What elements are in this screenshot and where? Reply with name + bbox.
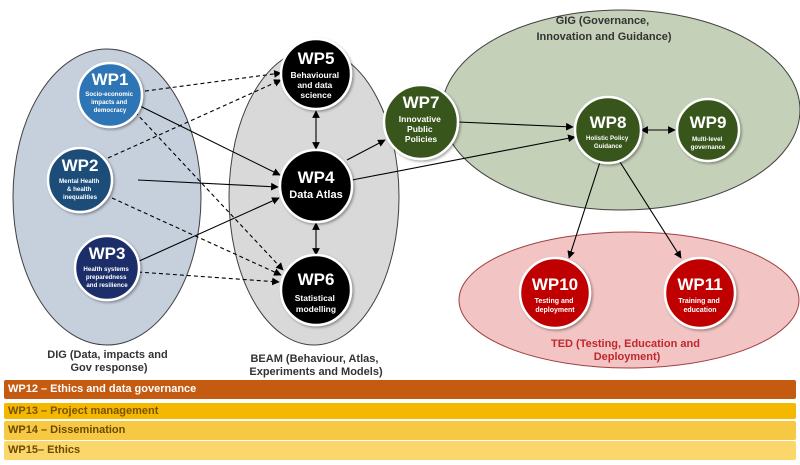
wp8-subtitle: Holistic Policy Guidance (586, 135, 630, 150)
node-wp2 (46, 146, 114, 214)
node-wp4 (278, 148, 354, 224)
wp1-title: WP1 (92, 70, 129, 89)
edge-wp4-wp7 (346, 139, 386, 161)
edge-wp7-wp8 (457, 121, 574, 131)
edge-wp4-wp8 (351, 134, 576, 181)
wp4-title: WP4 (298, 168, 335, 187)
wp10-title: WP10 (532, 275, 578, 294)
node-wp3 (73, 234, 141, 302)
node-wp9 (675, 97, 741, 163)
dig-group-label: DIG (Data, impacts and Gov response) (47, 349, 170, 374)
edge-wp1-wp5 (137, 70, 282, 93)
wp3-subtitle: Health systems preparedness and resilien… (83, 266, 130, 289)
wp3-title: WP3 (89, 244, 126, 263)
node-wp10 (518, 256, 592, 330)
ted-group-label: TED (Testing, Education and Deployment) (551, 338, 703, 363)
node-wp1 (76, 61, 144, 129)
edge-wp8-wp10 (567, 161, 601, 259)
wp5-title: WP5 (298, 49, 335, 68)
bar-wp12-ethics-data-governance: WP12 – Ethics and data governance (4, 380, 796, 399)
wp9-subtitle: Multi-level governance (691, 136, 726, 151)
wp6-subtitle: Statistical modelling (295, 293, 338, 314)
edge-wp1-wp4 (137, 104, 281, 176)
wp8-title: WP8 (590, 113, 627, 132)
edge-wp3-wp4 (136, 197, 280, 263)
wp4-subtitle: Data Atlas (289, 189, 342, 201)
node-wp7 (382, 83, 460, 161)
wp2-subtitle: Mental Health & health inequalities (59, 178, 101, 201)
node-wp6 (279, 253, 353, 327)
wp11-subtitle: Training and education (678, 298, 722, 314)
gig-group-label: GIG (Governance, Innovation and Guidance… (536, 15, 671, 43)
edge-wp2-wp5 (107, 79, 282, 159)
wp11-title: WP11 (677, 275, 722, 294)
wp7-subtitle: Innovative Public Policies (399, 114, 443, 144)
node-wp5 (279, 37, 353, 111)
edge-wp2-wp4 (137, 179, 279, 191)
wp2-title: WP2 (62, 156, 99, 175)
bar-wp13-project-management: WP13 – Project management (4, 403, 796, 419)
edge-wp2-wp6 (111, 197, 282, 276)
wp6-title: WP6 (298, 270, 335, 289)
wp5-subtitle: Behavioural and data science (290, 70, 341, 100)
edge-wp3-wp6 (137, 271, 280, 286)
node-wp11 (663, 256, 737, 330)
wp1-subtitle: Socio-economic impacts and democracy (85, 91, 135, 114)
edge-wp8-wp11 (619, 161, 682, 259)
wp9-title: WP9 (690, 113, 727, 132)
wp10-subtitle: Testing and deployment (535, 298, 576, 314)
wp7-title: WP7 (403, 93, 440, 112)
connectors (107, 70, 682, 286)
node-wp8 (573, 95, 643, 165)
bar-wp15-ethics: WP15– Ethics (4, 441, 796, 460)
edge-wp1-wp6 (134, 111, 284, 271)
beam-group-label: BEAM (Behaviour, Atlas, Experiments and … (249, 353, 383, 378)
bar-wp14-dissemination: WP14 – Dissemination (4, 421, 796, 440)
